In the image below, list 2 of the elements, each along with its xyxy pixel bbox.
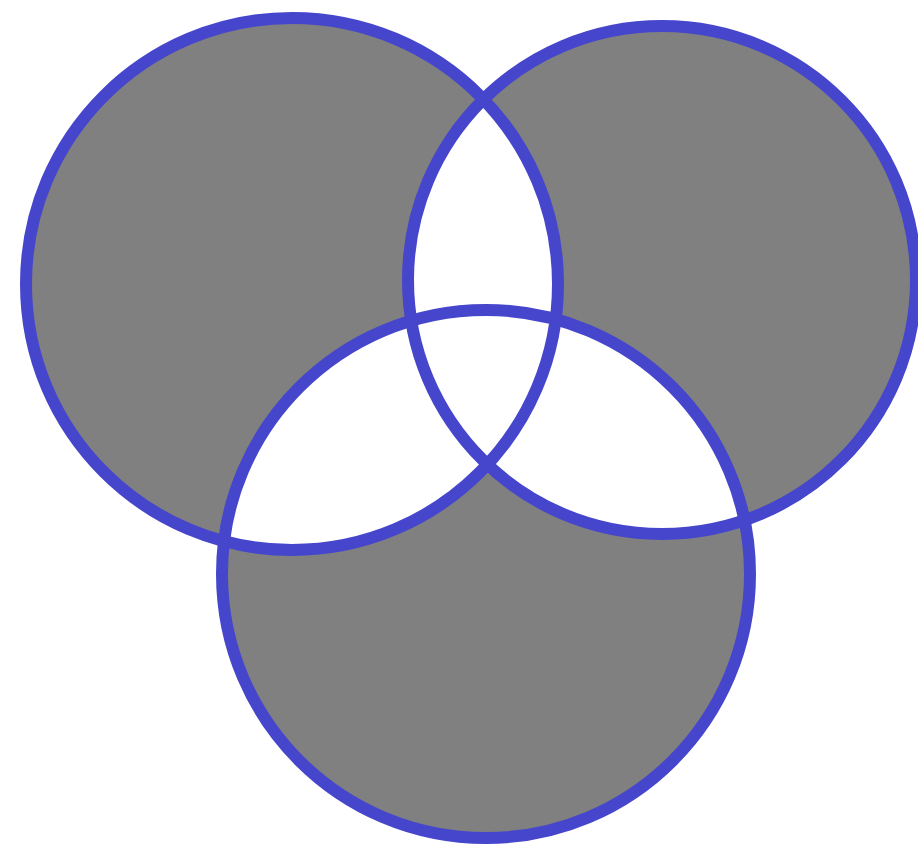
venn-circle xyxy=(216,304,756,844)
venn-circle xyxy=(20,12,564,556)
